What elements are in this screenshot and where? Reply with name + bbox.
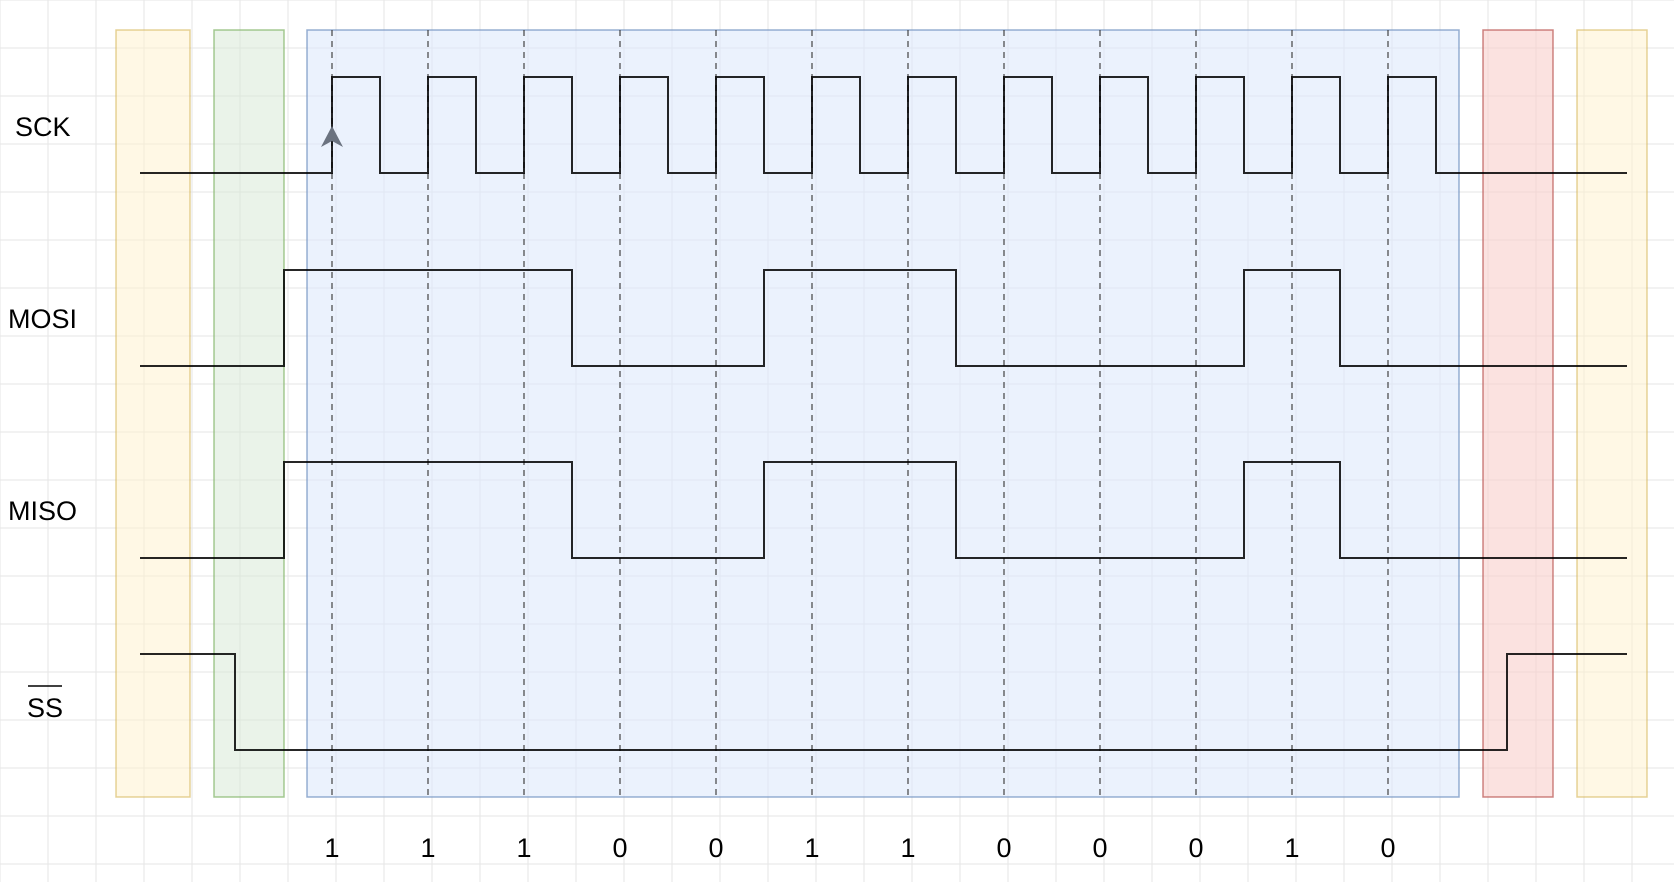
signal-label-ss: SS: [27, 693, 63, 723]
bit-value-label: 1: [516, 833, 531, 863]
signal-label-miso: MISO: [8, 496, 77, 526]
bit-value-label: 1: [324, 833, 339, 863]
bit-value-label: 0: [1188, 833, 1203, 863]
bit-value-label: 1: [804, 833, 819, 863]
bit-value-label: 1: [1284, 833, 1299, 863]
signal-label-sck: SCK: [15, 112, 71, 142]
bit-value-label: 0: [1380, 833, 1395, 863]
phase-select: [213, 29, 285, 798]
phase-transfer: [306, 29, 1460, 798]
phase-idle-pre: [115, 29, 191, 798]
phase-idle-post: [1576, 29, 1648, 798]
sck-waveform: [140, 76, 1627, 174]
bit-dividers: [331, 30, 1389, 797]
bit-value-label: 0: [708, 833, 723, 863]
bit-value-label: 1: [420, 833, 435, 863]
signal-label-mosi: MOSI: [8, 304, 77, 334]
ss-waveform: [140, 653, 1627, 751]
bit-value-label: 1: [900, 833, 915, 863]
mosi-waveform: [140, 269, 1627, 367]
bit-value-label: 0: [1092, 833, 1107, 863]
up-arrow-icon: [321, 126, 343, 147]
bit-value-label: 0: [612, 833, 627, 863]
bit-value-label: 0: [996, 833, 1011, 863]
miso-waveform: [140, 461, 1627, 559]
phase-deselect: [1482, 29, 1554, 798]
bit-labels: 1 1 1 0 0 1 1 0 0 0 1 0: [324, 833, 1395, 863]
